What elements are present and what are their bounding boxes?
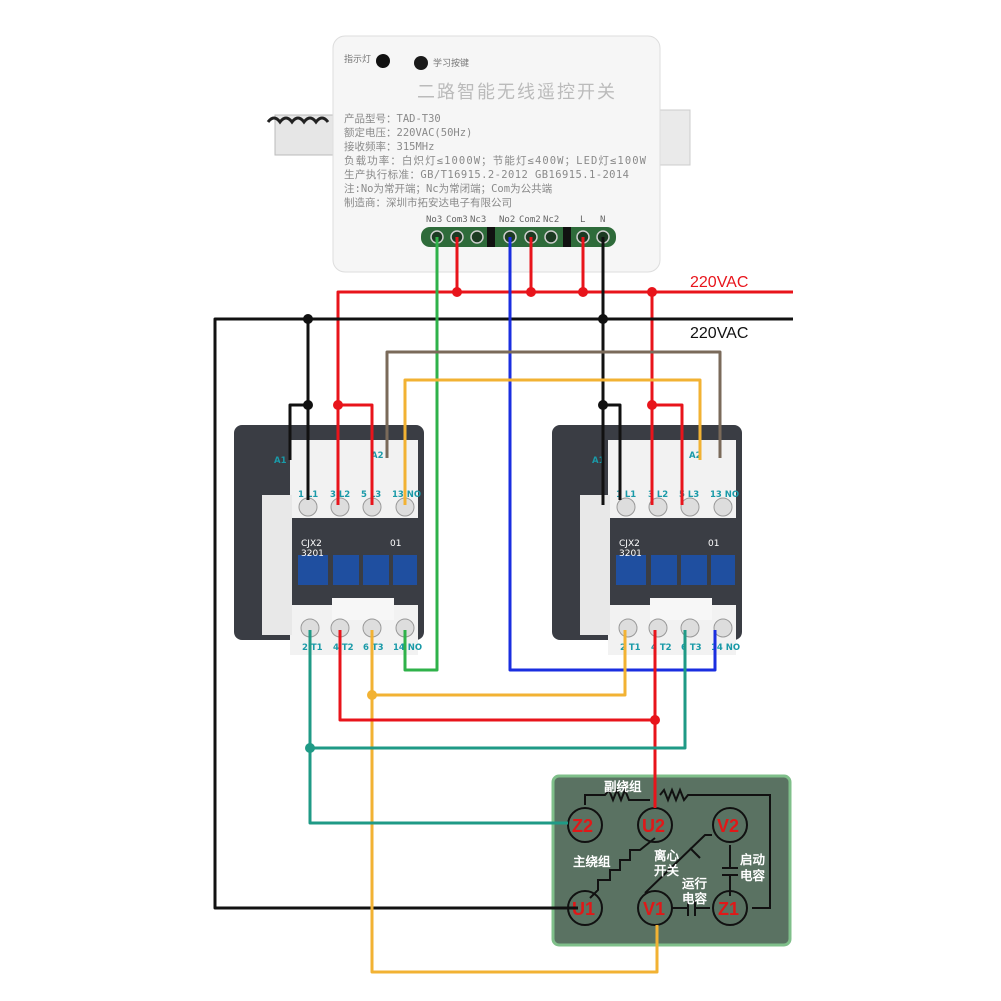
motor-terminal-v2: V2	[717, 816, 739, 836]
learn-button-label: 学习按键	[433, 57, 469, 69]
contactor-model: CJX2	[301, 539, 322, 549]
motor-terminal-u1: U1	[572, 899, 595, 919]
start-capacitor-label: 启动	[740, 852, 766, 867]
wire-teal	[308, 630, 687, 825]
spec-line: 接收频率：315MHz	[344, 140, 434, 153]
terminal-label: 3 L2	[330, 490, 350, 500]
terminal-label: 1 L1	[616, 490, 636, 500]
spec-line: 生产执行标准：GB/T16915.2-2012 GB16915.1-2014	[344, 168, 629, 181]
terminal-label: 2 T1	[620, 643, 641, 653]
spec-line: 负载功率：白炽灯≤1000W；节能灯≤400W；LED灯≤100W	[344, 154, 647, 167]
run-capacitor-label: 运行	[682, 876, 708, 891]
terminal-label: Nc3	[470, 215, 486, 225]
remote-switch-module: 指示灯 学习按键 二路智能无线遥控开关 产品型号：TAD-T30 额定电压：22…	[266, 35, 691, 273]
main-winding-label: 主绕组	[573, 854, 611, 869]
spec-line: 额定电压：220VAC(50Hz)	[344, 126, 472, 139]
wire-live	[336, 237, 793, 505]
contactor-model: 3201	[619, 549, 642, 559]
terminal-label: Nc2	[543, 215, 559, 225]
wire-green	[403, 237, 439, 672]
spec-line: 产品型号：TAD-T30	[344, 112, 441, 125]
junction-dots	[303, 314, 608, 410]
terminal-label: No2	[499, 215, 515, 225]
terminal-label: Com3	[446, 215, 468, 225]
contactor-model: CJX2	[619, 539, 640, 549]
motor-wiring-box: Z2 U2 V2 U1 V1 Z1 副绕组 主绕组 离心 开关 运行 电容 启动…	[551, 774, 792, 947]
centrifugal-switch-label: 离心	[654, 848, 680, 863]
motor-terminal-z1: Z1	[718, 899, 739, 919]
contactor-aux: 01	[708, 539, 719, 549]
terminal-label: No3	[426, 215, 442, 225]
centrifugal-switch-label: 开关	[654, 863, 680, 878]
coil-label: A2	[689, 451, 702, 461]
terminal-label: L	[580, 215, 585, 225]
aux-winding-label: 副绕组	[604, 779, 642, 794]
learn-button[interactable]	[414, 56, 428, 70]
indicator-label: 指示灯	[344, 53, 371, 65]
contactor-aux: 01	[390, 539, 401, 549]
terminal-label: 13 NO	[710, 490, 739, 500]
contactor-left: CJX2 3201 01 A1 A2 1 L1 3 L2 5 L3 13 NO …	[234, 425, 424, 655]
antenna-coil-icon	[266, 116, 330, 125]
start-capacitor-label: 电容	[740, 868, 766, 883]
coil-label: A2	[371, 451, 384, 461]
motor-terminal-u2: U2	[642, 816, 665, 836]
terminal-label: N	[600, 215, 605, 225]
neutral-label: 220VAC	[690, 325, 748, 342]
terminal-label: Com2	[519, 215, 541, 225]
terminal-label: 14 NO	[393, 643, 422, 653]
indicator-light	[376, 54, 390, 68]
spec-line: 注:No为常开端；Nc为常闭端；Com为公共端	[344, 182, 553, 195]
module-title: 二路智能无线遥控开关	[417, 82, 617, 103]
terminal-label: 2 T1	[302, 643, 323, 653]
terminal-label: 5 L3	[679, 490, 699, 500]
coil-label: A1	[592, 456, 605, 466]
terminal-label: 3 L2	[648, 490, 668, 500]
terminal-label: 4 T2	[651, 643, 672, 653]
motor-terminal-v1: V1	[643, 899, 665, 919]
run-capacitor-label: 电容	[682, 891, 708, 906]
terminal-label: 6 T3	[681, 643, 702, 653]
wire-blue	[508, 237, 717, 672]
terminal-label: 14 NO	[711, 643, 740, 653]
motor-terminal-z2: Z2	[572, 816, 593, 836]
live-label: 220VAC	[690, 274, 748, 291]
contactor-right: CJX2 3201 01 A1 A2 1 L1 3 L2 5 L3 13 NO …	[552, 425, 742, 655]
terminal-label: 13 NO	[392, 490, 421, 500]
coil-label: A1	[274, 456, 287, 466]
wire-orange	[370, 378, 702, 974]
spec-line: 制造商：深圳市拓安达电子有限公司	[344, 196, 512, 209]
contactor-model: 3201	[301, 549, 324, 559]
terminal-label: 4 T2	[333, 643, 354, 653]
wire-brown	[385, 350, 722, 458]
